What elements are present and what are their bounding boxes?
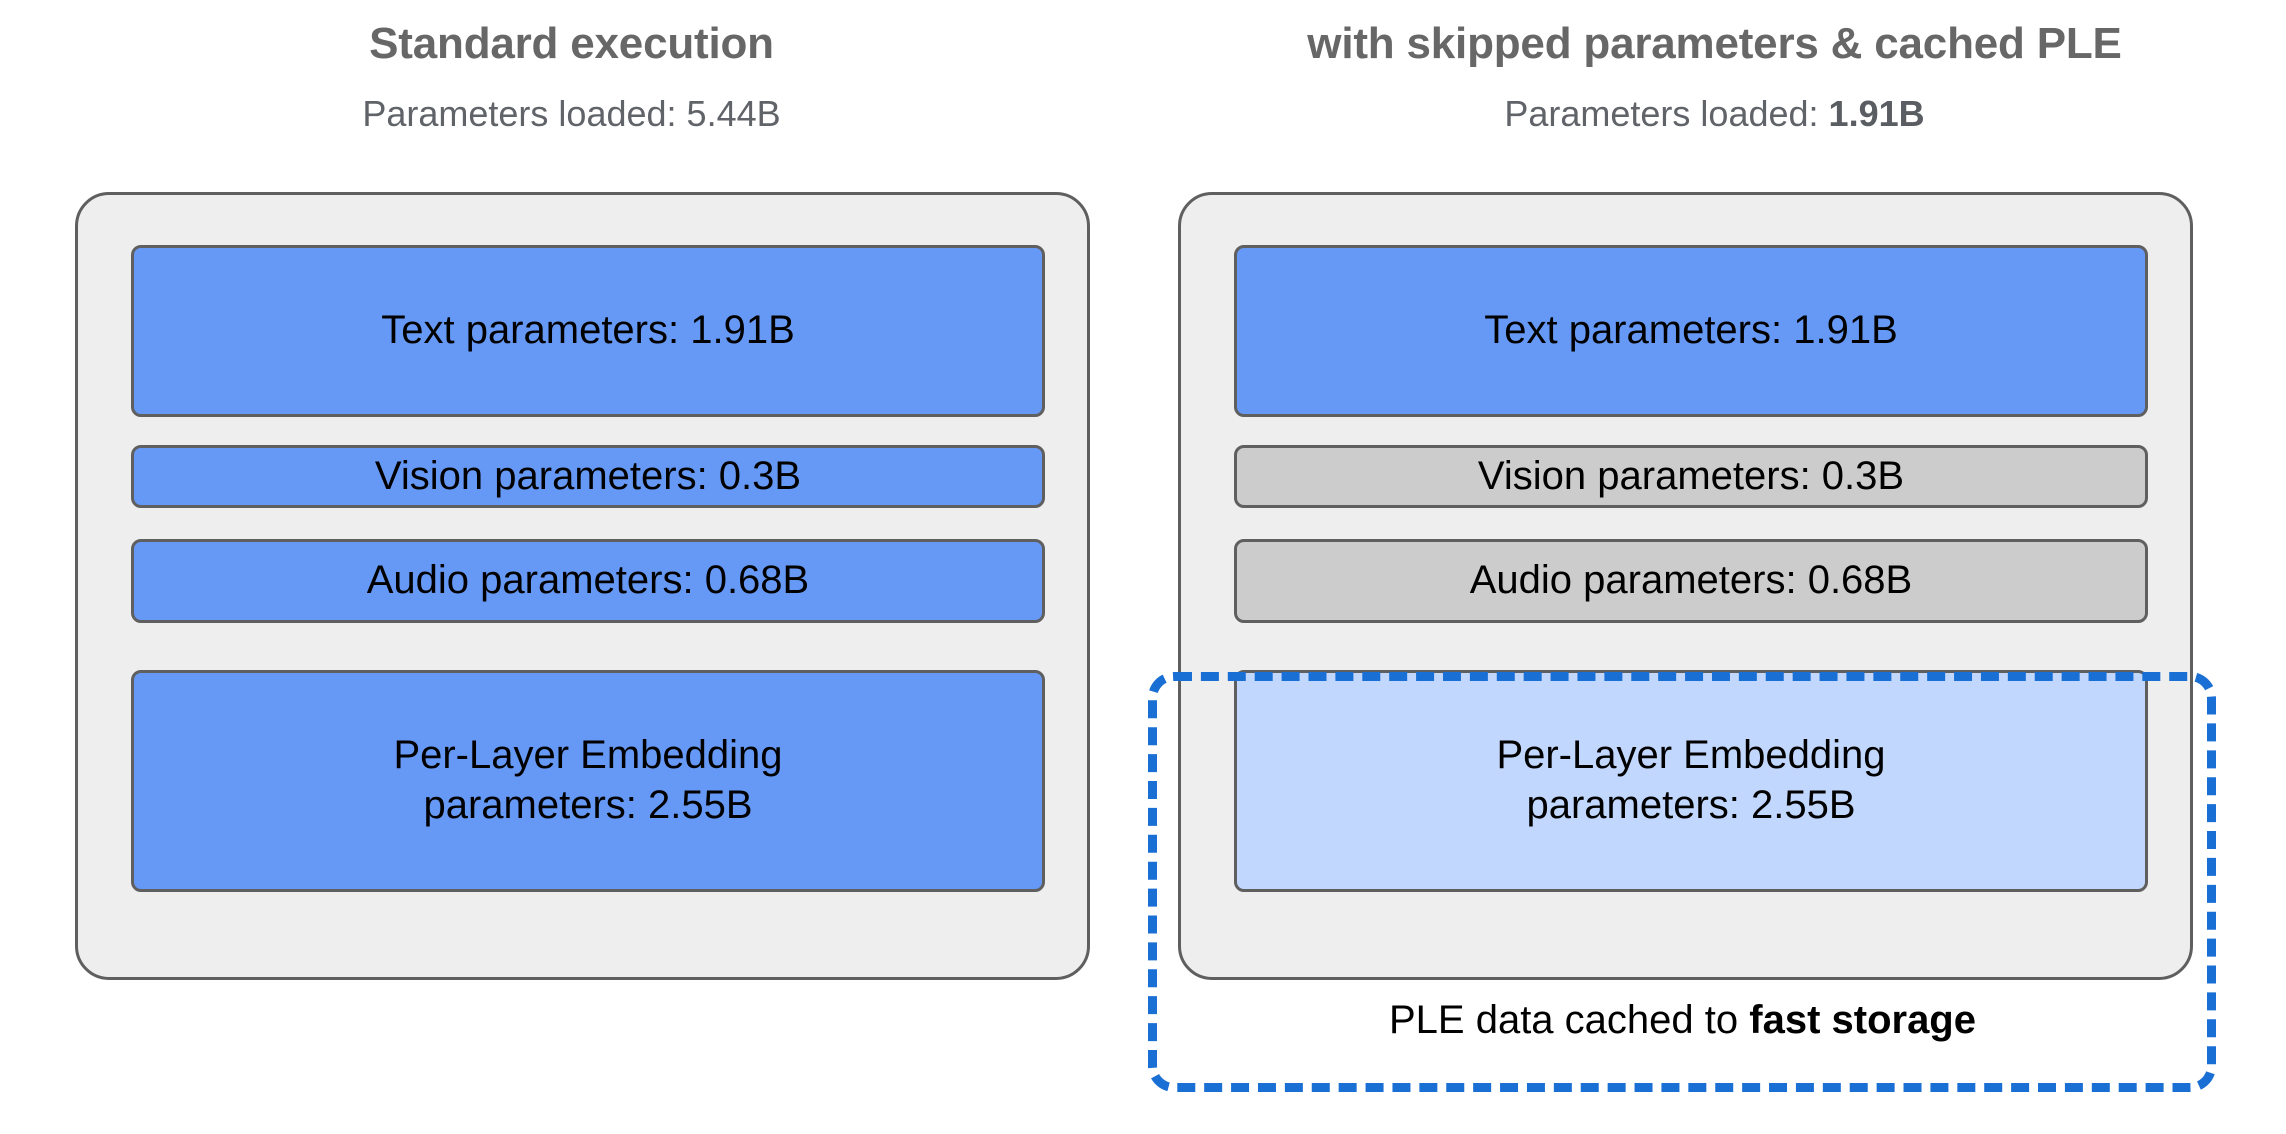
block-audio-parameters-skipped-label: Audio parameters: 0.68B (1469, 558, 1913, 603)
cache-caption: PLE data cached to fast storage (1160, 1000, 2205, 1040)
block-ple-cached-line2: parameters: 2.55B (1526, 783, 1856, 827)
block-ple-parameters-cached-label: Per-Layer Embedding parameters: 2.55B (1496, 731, 1885, 830)
panel-standard-execution: Standard execution Parameters loaded: 5.… (0, 0, 1143, 980)
memory-container-skipped: Text parameters: 1.91B Vision parameters… (1178, 192, 2193, 980)
panel-standard-subtitle-value: 5.44B (686, 93, 781, 134)
block-ple-standard-line1: Per-Layer Embedding (393, 733, 783, 778)
block-audio-parameters-standard-label: Audio parameters: 0.68B (366, 558, 810, 603)
block-vision-parameters-standard-label: Vision parameters: 0.3B (374, 453, 802, 498)
block-gap (131, 417, 1045, 445)
block-vision-parameters-skipped[interactable]: Vision parameters: 0.3B (1234, 445, 2148, 508)
block-ple-parameters-standard-label: Per-Layer Embedding parameters: 2.55B (393, 731, 782, 830)
block-gap (131, 623, 1045, 670)
panel-standard-subtitle-prefix: Parameters loaded: (362, 93, 687, 134)
block-ple-parameters-cached[interactable]: Per-Layer Embedding parameters: 2.55B (1234, 670, 2148, 892)
block-audio-parameters-skipped[interactable]: Audio parameters: 0.68B (1234, 539, 2148, 623)
block-text-parameters-skipped-label: Text parameters: 1.91B (1484, 308, 1898, 353)
block-ple-parameters-standard[interactable]: Per-Layer Embedding parameters: 2.55B (131, 670, 1045, 892)
panel-standard-header: Standard execution Parameters loaded: 5.… (0, 0, 1143, 132)
cache-caption-emphasis: fast storage (1749, 998, 1976, 1042)
block-text-parameters-skipped[interactable]: Text parameters: 1.91B (1234, 245, 2148, 417)
block-text-parameters-standard[interactable]: Text parameters: 1.91B (131, 245, 1045, 417)
block-gap (1234, 417, 2148, 445)
panel-skipped-title: with skipped parameters & cached PLE (1307, 19, 2122, 68)
block-text-parameters-standard-label: Text parameters: 1.91B (381, 308, 795, 353)
panel-standard-title: Standard execution (369, 19, 774, 68)
cache-caption-prefix: PLE data cached to (1388, 998, 1750, 1042)
panel-skipped-header: with skipped parameters & cached PLE Par… (1143, 0, 2286, 132)
panel-standard-subtitle: Parameters loaded: 5.44B (0, 66, 1143, 132)
panel-skipped-subtitle: Parameters loaded: 1.91B (1143, 66, 2286, 132)
panel-skipped-subtitle-value: 1.91B (1828, 93, 1925, 134)
block-audio-parameters-standard[interactable]: Audio parameters: 0.68B (131, 539, 1045, 623)
block-vision-parameters-standard[interactable]: Vision parameters: 0.3B (131, 445, 1045, 508)
block-gap (131, 508, 1045, 539)
memory-container-standard: Text parameters: 1.91B Vision parameters… (75, 192, 1090, 980)
block-gap (1234, 508, 2148, 539)
panel-skipped-subtitle-prefix: Parameters loaded: (1504, 93, 1829, 134)
panel-skipped-cached: with skipped parameters & cached PLE Par… (1143, 0, 2286, 1134)
block-gap (1234, 623, 2148, 670)
block-ple-standard-line2: parameters: 2.55B (423, 783, 753, 827)
block-vision-parameters-skipped-label: Vision parameters: 0.3B (1477, 453, 1905, 498)
block-ple-cached-line1: Per-Layer Embedding (1496, 733, 1886, 778)
